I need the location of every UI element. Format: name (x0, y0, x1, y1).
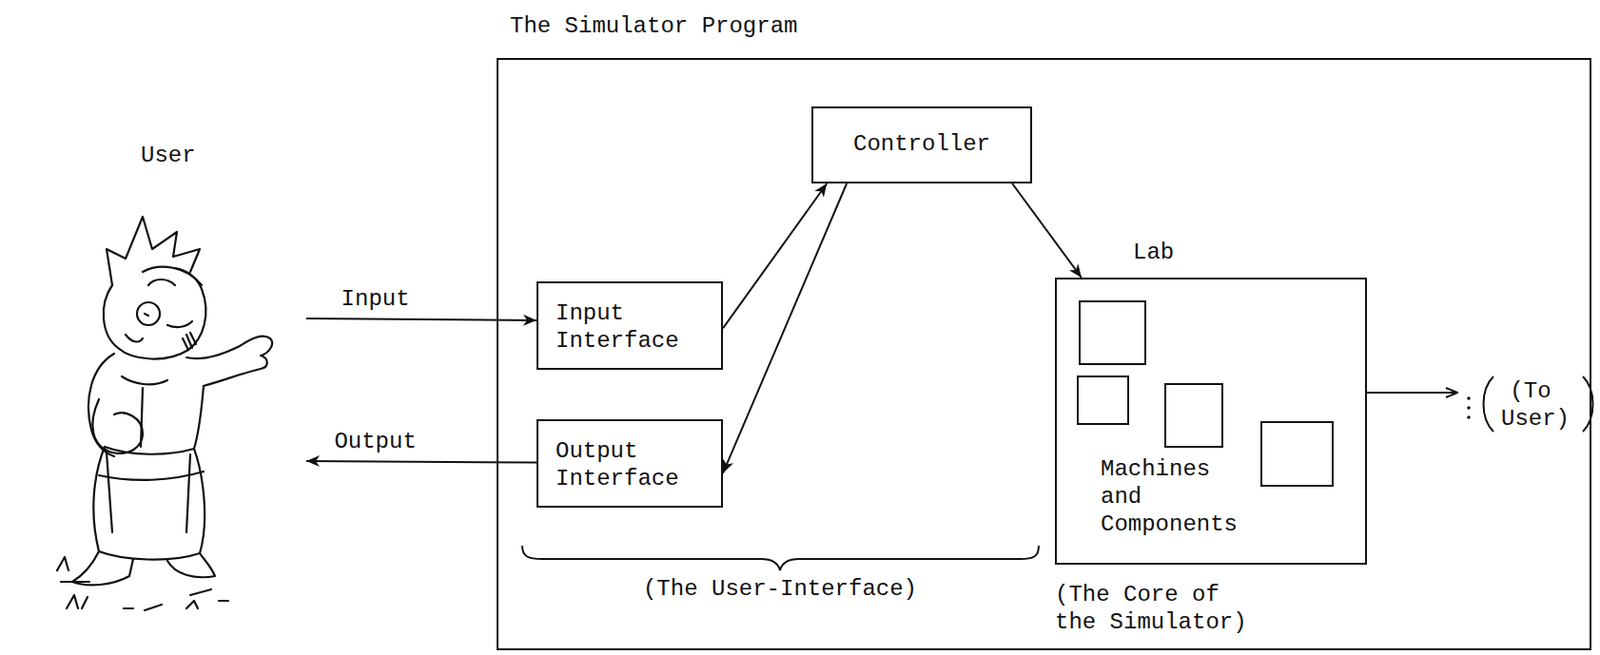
process-box: Output Interface (536, 419, 723, 508)
connector-arrow (1012, 183, 1082, 278)
connector-arrow (306, 318, 537, 321)
box-label: Machines and Components (1100, 456, 1241, 539)
edge-label: Output (331, 429, 419, 457)
box-heading: Lab (1132, 239, 1174, 268)
box-label: Controller (813, 108, 1031, 159)
connector-arrow (722, 183, 827, 329)
process-box: Input Interface (536, 281, 723, 371)
frame-title: The Simulator Program (509, 13, 798, 41)
parenthesis (1483, 376, 1495, 432)
connector-arrow (306, 461, 537, 464)
brace (522, 546, 1039, 571)
user-actor: User (57, 142, 307, 619)
edge-label: Input (338, 286, 413, 314)
actor-label: User (140, 142, 307, 171)
continuation-dots (1466, 396, 1471, 420)
user-figure (57, 216, 273, 611)
connector-arrow (722, 183, 847, 474)
bracket-label: (The User-Interface) (643, 576, 918, 605)
output-arrow (1365, 391, 1458, 394)
callout-note: (To User) (1501, 378, 1561, 434)
box-label: Input Interface (538, 283, 703, 356)
box-label: Output Interface (538, 421, 703, 494)
lab-box: LabMachines and Components (1054, 277, 1367, 566)
region-label: (The Core of the Simulator) (1054, 582, 1251, 638)
program-frame: The Simulator ProgramControllerInput Int… (496, 58, 1592, 651)
process-box: Controller (811, 106, 1033, 184)
